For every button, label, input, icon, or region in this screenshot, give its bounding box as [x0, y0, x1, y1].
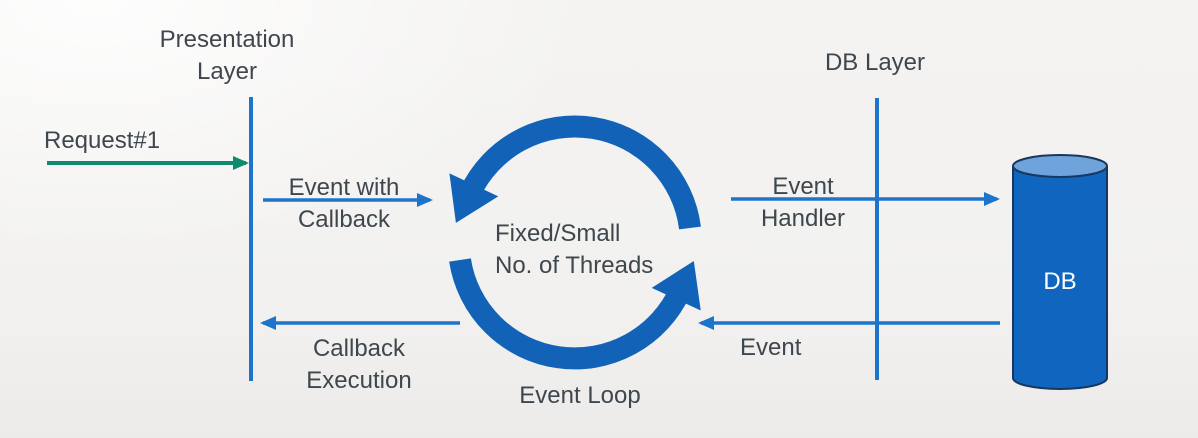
callback-execution-line2: Execution [306, 367, 412, 394]
db-label: DB [1043, 268, 1077, 295]
db-cylinder-top [1012, 154, 1108, 178]
callback-execution-line1: Callback [312, 335, 406, 362]
event-from-db-label: Event [740, 334, 802, 361]
db-cylinder [1012, 154, 1108, 390]
event-handler-line2: Handler [760, 205, 846, 232]
request-label: Request#1 [44, 127, 161, 154]
event-loop-top-arc [449, 115, 701, 230]
event-with-callback-line1: Event with [288, 174, 400, 201]
event-with-callback-line2: Callback [297, 206, 391, 233]
event-handler-line1: Event [772, 173, 834, 200]
threads-line1: Fixed/Small [495, 220, 621, 247]
db-layer-label: DB Layer [824, 49, 926, 76]
event-loop-caption: Event Loop [519, 382, 641, 409]
presentation-layer-line2: Layer [196, 58, 258, 85]
presentation-layer-line1: Presentation [159, 26, 295, 53]
event-loop-bottom-arc [449, 258, 701, 370]
threads-line2: No. of Threads [495, 252, 654, 279]
